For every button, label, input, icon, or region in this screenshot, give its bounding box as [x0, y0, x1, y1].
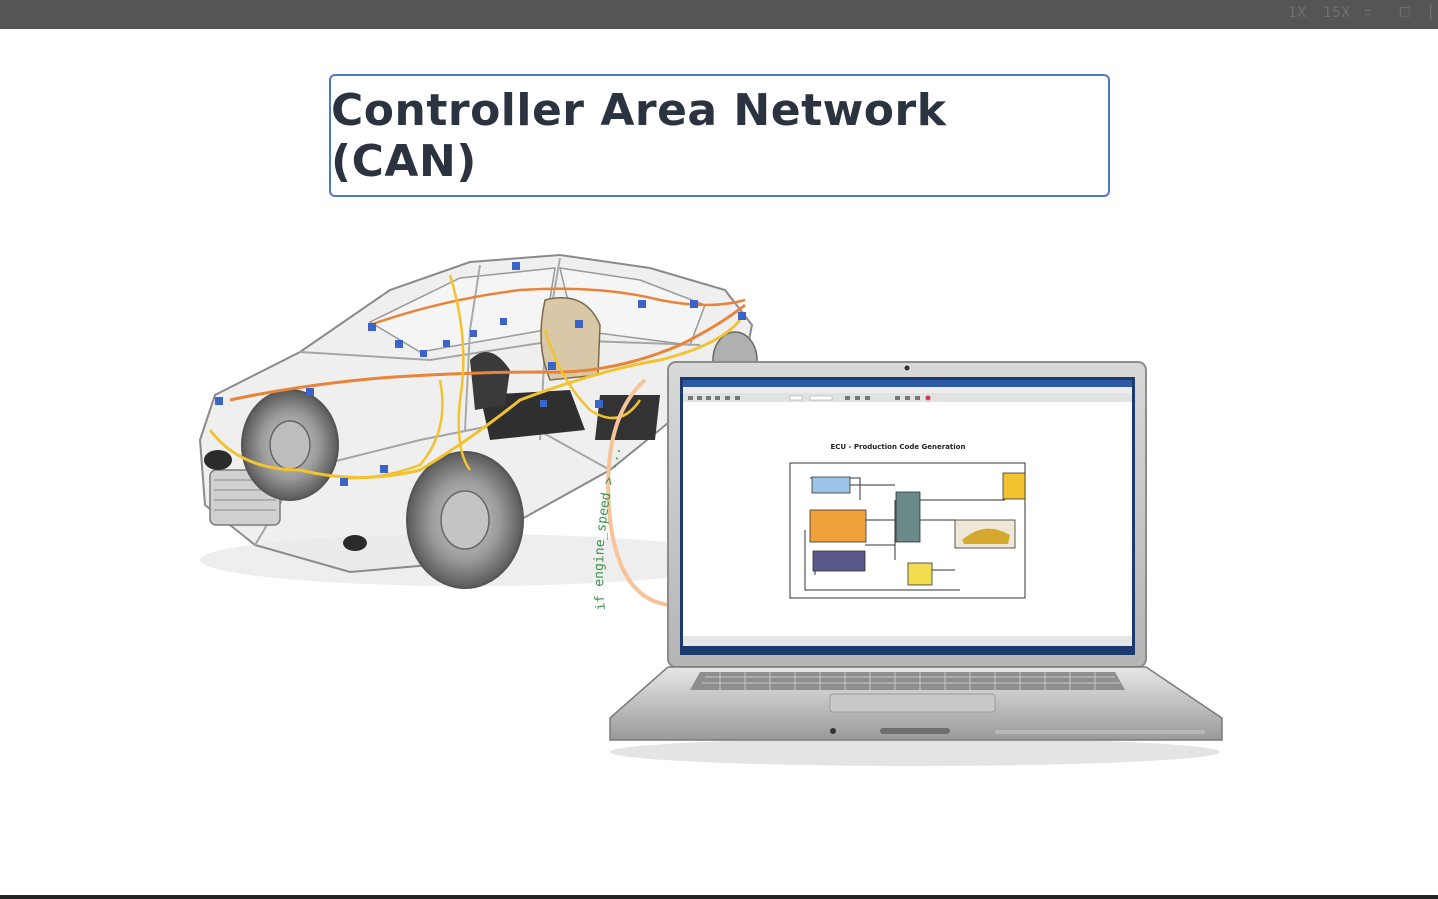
zoom-15x-button[interactable]: 15X	[1323, 5, 1351, 21]
diagram-title: ECU - Production Code Generation	[831, 443, 966, 451]
slide-title-box: Controller Area Network (CAN)	[329, 74, 1110, 197]
more-icon[interactable]: ▏	[1430, 5, 1438, 21]
fit-screen-icon[interactable]: ⧠	[1399, 5, 1411, 21]
can-cable	[606, 378, 671, 607]
car-cutaway-image	[198, 253, 758, 589]
zoom-1x-button[interactable]: 1X	[1288, 5, 1307, 21]
bottom-border	[0, 895, 1438, 899]
slide-title: Controller Area Network (CAN)	[331, 84, 947, 187]
laptop-image: ECU - Production Code Generation	[609, 361, 1223, 766]
viewer-toolbar: 1X 15X ⌗ ⧠ ▏	[0, 0, 1438, 29]
crop-icon[interactable]: ⌗	[1364, 5, 1372, 21]
